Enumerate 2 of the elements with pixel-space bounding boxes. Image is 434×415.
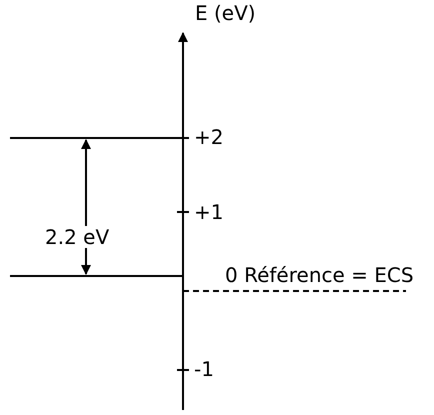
dimension-label: 2.2 eV <box>45 226 110 248</box>
axis-label: E (eV) <box>195 2 256 24</box>
